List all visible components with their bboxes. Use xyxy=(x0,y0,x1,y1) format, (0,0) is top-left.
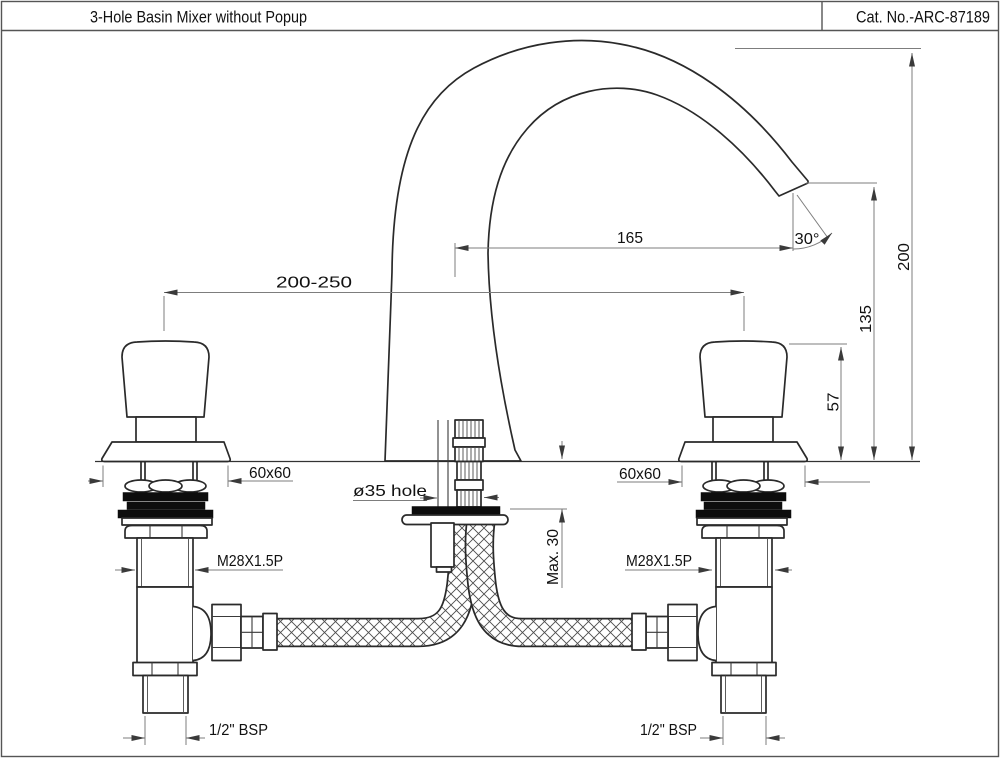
catalog-number: Cat. No.-ARC-87189 xyxy=(856,8,990,27)
dim-flange-right-label: 60x60 xyxy=(619,466,661,483)
dim-counter-max-label: Max. 30 xyxy=(545,529,562,585)
dim-inlet-right-label: 1/2" BSP xyxy=(640,722,697,739)
dimension-lines xyxy=(88,48,921,745)
dim-hole-label: ø35 hole xyxy=(353,483,427,500)
dim-spout-angle-label: 30° xyxy=(795,231,820,248)
base-gasket xyxy=(401,506,509,573)
dim-flange-left-label: 60x60 xyxy=(249,465,291,482)
spout xyxy=(384,39,809,462)
dim-handle-height-label: 57 xyxy=(826,392,843,411)
dim-spout-reach-label: 165 xyxy=(617,230,643,247)
dim-total-height-label: 200 xyxy=(896,243,913,271)
braided-hose-right xyxy=(464,518,640,648)
dim-center-spacing-label: 200-250 xyxy=(276,275,352,292)
dim-inlet-left-label: 1/2" BSP xyxy=(209,722,268,739)
dim-thread-left-label: M28X1.5P xyxy=(217,553,283,570)
drawing-title: 3-Hole Basin Mixer without Popup xyxy=(90,8,307,27)
dim-thread-right-label: M28X1.5P xyxy=(626,553,692,570)
handle-valve-right xyxy=(631,340,809,714)
spout-shank xyxy=(437,419,486,508)
dim-spout-height-label: 135 xyxy=(858,305,875,333)
handle-valve-left xyxy=(100,340,278,714)
braided-hose-left xyxy=(275,519,481,648)
